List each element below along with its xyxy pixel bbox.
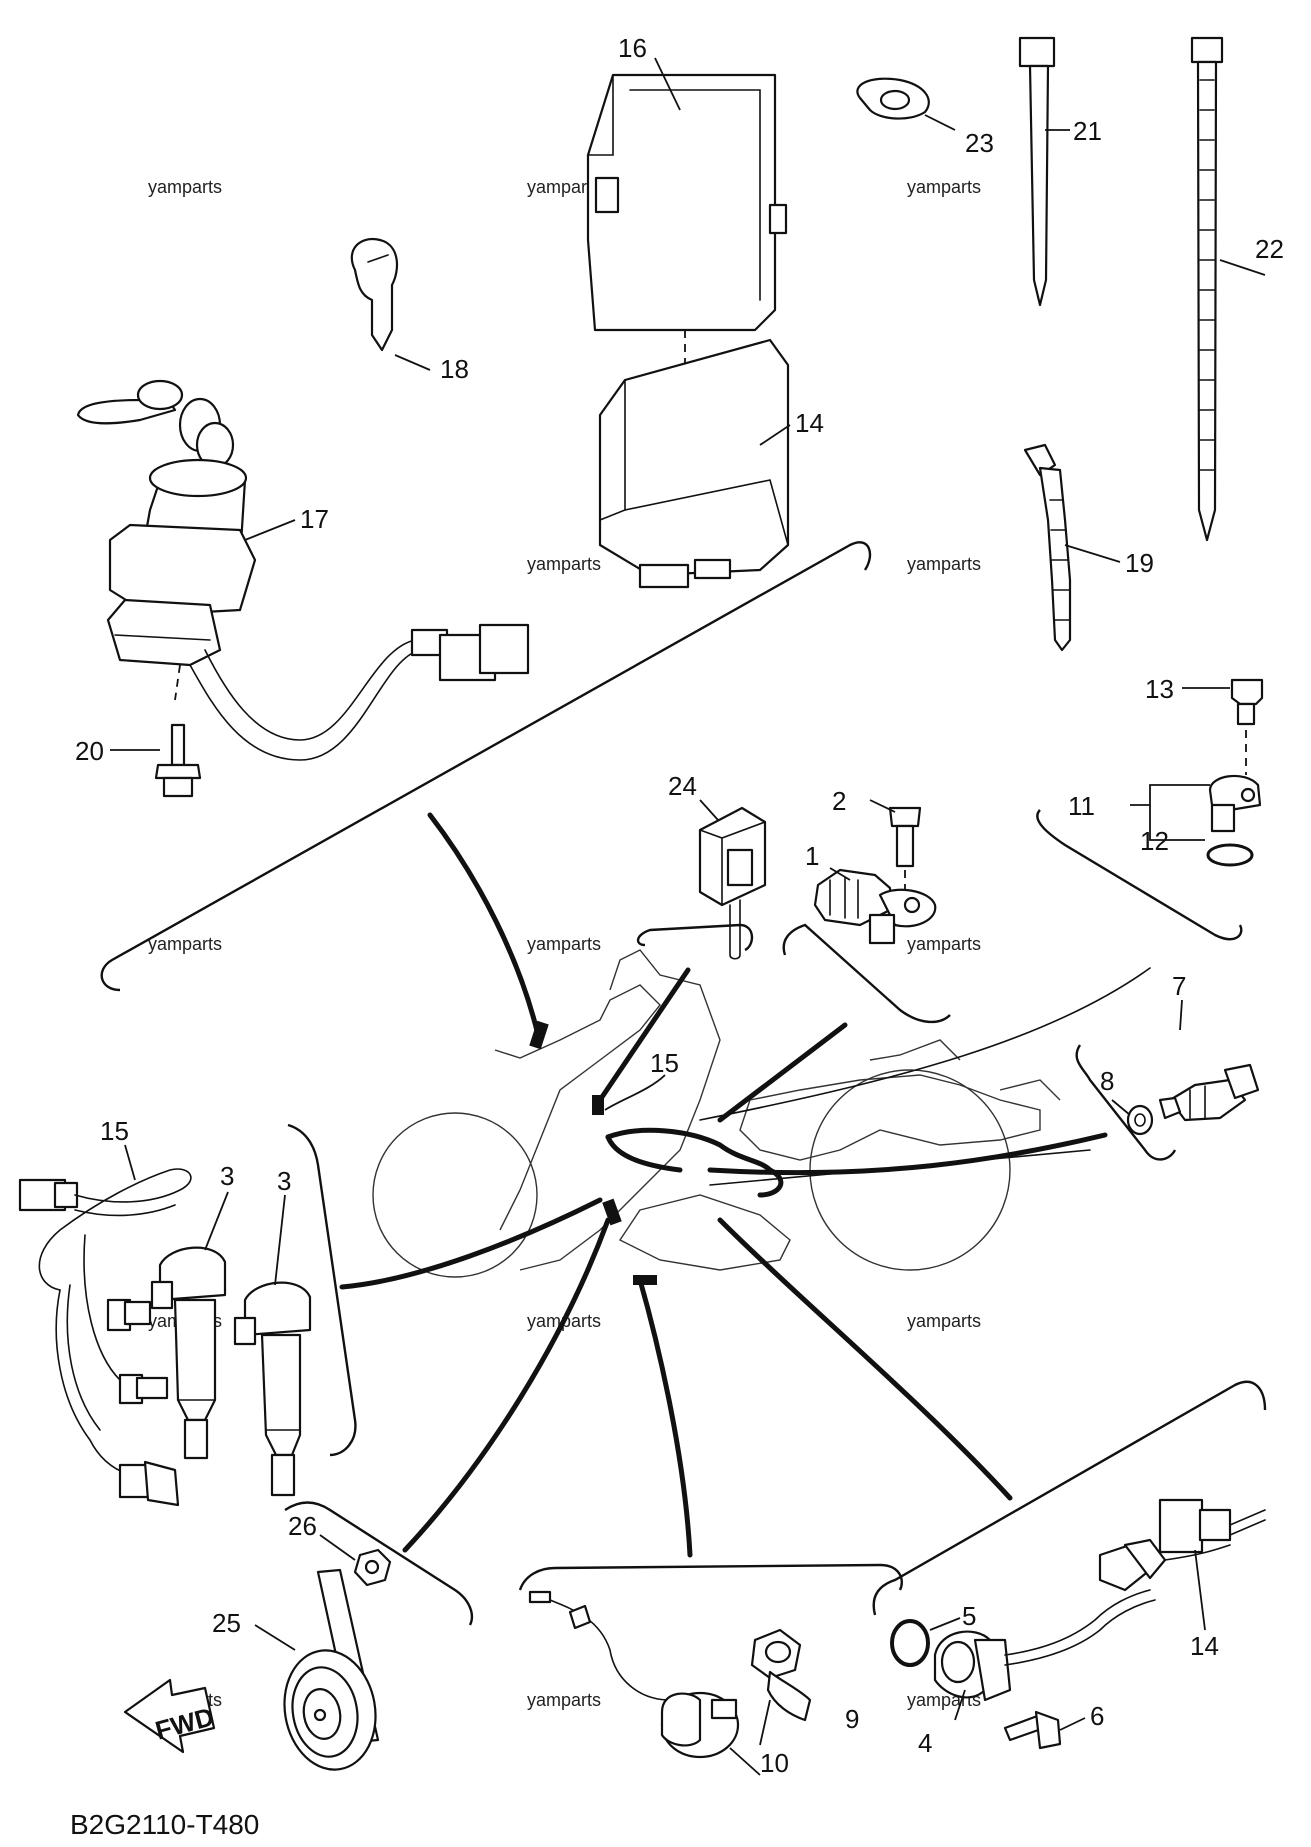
cable-tie-21 bbox=[1018, 36, 1056, 307]
sensor-7 bbox=[1126, 1063, 1260, 1136]
cable-tie-19 bbox=[1023, 443, 1072, 652]
callout-15b: 15 bbox=[100, 1116, 129, 1146]
callout-14a: 14 bbox=[795, 408, 824, 438]
callout-10: 10 bbox=[760, 1748, 789, 1778]
callout-9: 9 bbox=[845, 1704, 859, 1734]
callout-14b: 14 bbox=[1190, 1631, 1219, 1661]
ignition-coil-a bbox=[150, 1246, 227, 1460]
ignition-switch bbox=[76, 379, 530, 761]
group-brackets bbox=[100, 541, 1267, 1626]
ecu-case bbox=[598, 338, 790, 589]
watermark: yamparts bbox=[527, 934, 601, 954]
callout-5: 5 bbox=[962, 1601, 976, 1631]
cable-tie-22 bbox=[1190, 36, 1224, 542]
callout-21: 21 bbox=[1073, 116, 1102, 146]
ecu-unit bbox=[586, 73, 788, 370]
sensor-1 bbox=[813, 806, 937, 945]
watermark: yamparts bbox=[907, 554, 981, 574]
callout-4: 4 bbox=[918, 1728, 932, 1758]
callout-15a: 15 bbox=[650, 1048, 679, 1078]
group-leaders bbox=[339, 812, 1151, 1558]
callout-leaders bbox=[110, 57, 1266, 1776]
callout-18: 18 bbox=[440, 354, 469, 384]
callout-1: 1 bbox=[805, 841, 819, 871]
callout-8: 8 bbox=[1100, 1066, 1114, 1096]
callout-11: 11 bbox=[1068, 791, 1095, 821]
bolt-20 bbox=[154, 723, 202, 798]
callout-3b: 3 bbox=[277, 1166, 291, 1196]
sensor-9 bbox=[750, 1628, 812, 1722]
watermark: yamparts bbox=[527, 554, 601, 574]
diagram-code: B2G2110-T480 bbox=[70, 1809, 259, 1840]
callout-6: 6 bbox=[1090, 1701, 1104, 1731]
callout-25: 25 bbox=[212, 1608, 241, 1638]
callout-12: 12 bbox=[1140, 826, 1169, 856]
watermark: yamparts bbox=[907, 934, 981, 954]
callout-23: 23 bbox=[965, 128, 994, 158]
sensor-10 bbox=[528, 1590, 740, 1759]
sensor-4 bbox=[933, 1498, 1266, 1702]
nut bbox=[353, 1548, 392, 1587]
callout-22: 22 bbox=[1255, 234, 1284, 264]
clamp bbox=[856, 77, 930, 120]
watermark: yamparts bbox=[527, 1690, 601, 1710]
callouts: 16 23 21 22 18 14 17 19 13 20 24 2 1 11 … bbox=[75, 33, 1284, 1778]
ignition-coil-b bbox=[233, 1281, 312, 1497]
callout-16: 16 bbox=[618, 33, 647, 63]
callout-26: 26 bbox=[288, 1511, 317, 1541]
watermark: yamparts bbox=[148, 177, 222, 197]
callout-2: 2 bbox=[832, 786, 846, 816]
callout-13: 13 bbox=[1145, 674, 1174, 704]
sensor-11 bbox=[1206, 678, 1264, 867]
callout-17: 17 bbox=[300, 504, 329, 534]
callout-20: 20 bbox=[75, 736, 104, 766]
fwd-arrow: FWD bbox=[123, 1678, 217, 1754]
watermark: yamparts bbox=[527, 177, 601, 197]
callout-19: 19 bbox=[1125, 548, 1154, 578]
horn bbox=[283, 1568, 380, 1771]
watermark: yamparts bbox=[907, 177, 981, 197]
o-ring bbox=[890, 1619, 930, 1667]
watermark: yamparts bbox=[907, 1311, 981, 1331]
watermark: yamparts bbox=[148, 934, 222, 954]
key bbox=[350, 237, 399, 352]
sub-harness bbox=[18, 1168, 192, 1507]
bolt-6 bbox=[1003, 1710, 1062, 1750]
callout-3a: 3 bbox=[220, 1161, 234, 1191]
callout-24: 24 bbox=[668, 771, 697, 801]
relay bbox=[698, 806, 767, 960]
callout-7: 7 bbox=[1172, 971, 1186, 1001]
motorcycle-silhouette bbox=[372, 949, 1061, 1278]
